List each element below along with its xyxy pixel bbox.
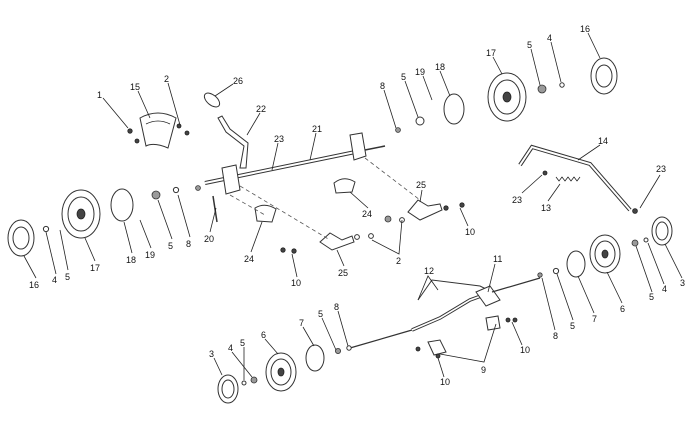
lower-right-wheel-set	[537, 216, 673, 278]
callout-19: 19	[145, 250, 155, 260]
callout-2: 2	[164, 74, 169, 84]
callout-8: 8	[186, 239, 191, 249]
callout-2: 2	[396, 256, 401, 266]
callout-4: 4	[547, 33, 552, 43]
callout-5: 5	[240, 338, 245, 348]
callout-7: 7	[299, 318, 304, 328]
callout-21: 21	[312, 124, 322, 134]
callout-labels: 1 15 2 26 22 23 21 8 5 19 18 17 5 4 16 1…	[29, 24, 685, 387]
callout-17: 17	[90, 263, 100, 273]
callout-5: 5	[401, 72, 406, 82]
callout-25: 25	[338, 268, 348, 278]
callout-3: 3	[680, 278, 685, 288]
leader-lines	[23, 32, 683, 380]
callout-11: 11	[493, 254, 502, 264]
callout-4: 4	[228, 343, 233, 353]
middle-pivot-parts	[212, 178, 465, 254]
callout-8: 8	[334, 302, 339, 312]
callout-12: 12	[424, 266, 434, 276]
callout-26: 26	[233, 76, 243, 86]
upper-left-wheel-set	[7, 185, 201, 257]
wheel-washer	[110, 188, 134, 222]
callout-7: 7	[592, 314, 597, 324]
callout-24: 24	[362, 209, 372, 219]
callout-5: 5	[570, 321, 575, 331]
callout-13: 13	[541, 203, 551, 213]
lower-left-wheel-set	[217, 344, 352, 404]
callout-17: 17	[486, 48, 496, 58]
callout-25: 25	[416, 180, 426, 190]
callout-10: 10	[520, 345, 530, 355]
callout-6: 6	[620, 304, 625, 314]
callout-16: 16	[580, 24, 590, 34]
rear-axle	[349, 277, 541, 359]
axle-bracket-left	[221, 164, 241, 195]
callout-10: 10	[465, 227, 475, 237]
callout-24: 24	[244, 254, 254, 264]
callout-3: 3	[209, 349, 214, 359]
callout-5: 5	[527, 40, 532, 50]
wheel-washer	[443, 93, 465, 125]
front-axle	[204, 132, 386, 195]
height-lever	[203, 92, 249, 169]
callout-5: 5	[318, 309, 323, 319]
callout-9: 9	[481, 365, 486, 375]
callout-5: 5	[65, 272, 70, 282]
callout-1: 1	[97, 90, 102, 100]
callout-23: 23	[512, 195, 522, 205]
callout-20: 20	[204, 234, 214, 244]
callout-16: 16	[29, 280, 39, 290]
callout-5: 5	[168, 241, 173, 251]
callout-8: 8	[553, 331, 558, 341]
upper-right-wheel-set	[395, 57, 618, 133]
callout-23: 23	[656, 164, 666, 174]
callout-8: 8	[380, 81, 385, 91]
callout-4: 4	[662, 284, 667, 294]
callout-18: 18	[126, 255, 136, 265]
callout-4: 4	[52, 275, 57, 285]
callout-22: 22	[256, 104, 266, 114]
callout-10: 10	[440, 377, 450, 387]
callout-19: 19	[415, 67, 425, 77]
callout-23: 23	[274, 134, 284, 144]
spring	[555, 176, 581, 182]
callout-10: 10	[291, 278, 301, 288]
handle-bar	[518, 144, 638, 214]
callout-15: 15	[130, 82, 140, 92]
callout-6: 6	[261, 330, 266, 340]
callout-5: 5	[649, 292, 654, 302]
callout-18: 18	[435, 62, 445, 72]
axle-bracket-right	[349, 132, 367, 161]
height-sector-plate	[139, 112, 177, 149]
callout-14: 14	[598, 136, 608, 146]
